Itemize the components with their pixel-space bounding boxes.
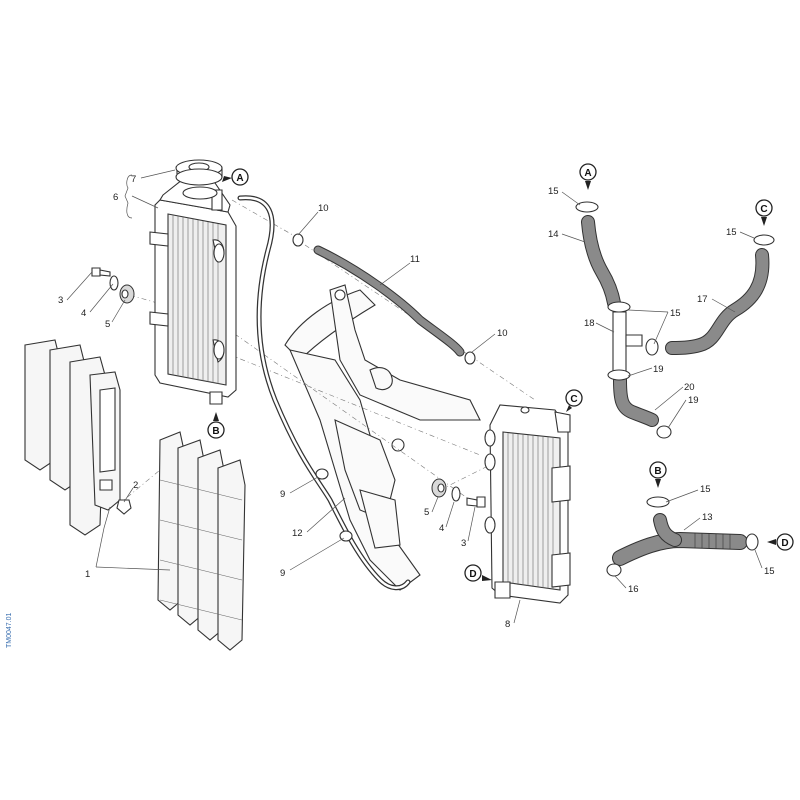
callout-d-right: D (767, 533, 794, 551)
callout-letter: C (570, 394, 577, 405)
part-number-11: 11 (410, 254, 420, 265)
bolt-2 (116, 499, 132, 515)
callout-letter: D (781, 538, 788, 549)
part-number-3: 3 (58, 295, 63, 306)
part-number-15: 15 (726, 227, 737, 238)
part-number-15: 15 (700, 484, 711, 495)
part-number-14: 14 (548, 229, 559, 240)
hose-20 (613, 373, 659, 427)
part-number-labels: 7 6 3 4 5 2 1 10 11 10 9 12 9 5 4 3 8 15… (58, 174, 775, 630)
part-number-18: 18 (584, 318, 595, 329)
part-number-10: 10 (318, 203, 329, 214)
hose-17 (665, 248, 770, 355)
part-number-7: 7 (131, 174, 136, 185)
callout-letter: C (760, 204, 767, 215)
t-piece-18 (612, 311, 643, 373)
callout-b-left: B (207, 412, 225, 439)
right-radiator (484, 404, 571, 604)
part-number-15: 15 (764, 566, 775, 577)
frame-outline (284, 284, 481, 591)
fasteners-right (431, 478, 486, 508)
callout-b-right: B (649, 461, 667, 488)
left-shroud (24, 339, 121, 536)
part-number-2: 2 (133, 480, 138, 491)
part-number-1: 1 (85, 569, 90, 580)
drawing-code: TM0047.01 (6, 612, 13, 648)
hose-11 (313, 245, 465, 357)
part-number-9: 9 (280, 489, 285, 500)
part-number-13: 13 (702, 512, 713, 523)
part-number-16: 16 (628, 584, 639, 595)
callout-a-left: A (222, 168, 249, 186)
callout-d-radiator: D (464, 564, 492, 582)
hose-13 (612, 513, 748, 566)
overflow-hose-9 (237, 195, 411, 591)
callout-c-radiator: C (565, 389, 583, 412)
part-number-6: 6 (113, 192, 118, 203)
callout-letter: B (654, 466, 661, 477)
part-number-4: 4 (81, 308, 86, 319)
part-number-4: 4 (439, 523, 444, 534)
left-grille (157, 431, 246, 651)
part-number-12: 12 (292, 528, 303, 539)
part-number-10: 10 (497, 328, 508, 339)
hose-clamps (292, 201, 775, 577)
callout-letter: D (469, 569, 476, 580)
part-number-5: 5 (424, 507, 429, 518)
callout-c-right: C (755, 199, 773, 226)
left-radiator (149, 179, 237, 405)
callout-letter: A (584, 168, 591, 179)
radiator-cap (175, 159, 223, 186)
hose-14 (581, 215, 621, 310)
part-number-15: 15 (670, 308, 681, 319)
part-number-19: 19 (653, 364, 664, 375)
callout-letter: A (236, 173, 243, 184)
part-number-17: 17 (697, 294, 708, 305)
fasteners-left (91, 267, 135, 304)
part-number-19: 19 (688, 395, 699, 406)
part-number-3: 3 (461, 538, 466, 549)
callout-a-right: A (579, 163, 597, 190)
part-number-20: 20 (684, 382, 695, 393)
part-number-5: 5 (105, 319, 110, 330)
callout-letter: B (212, 426, 219, 437)
leader-lines (66, 169, 763, 624)
part-number-9: 9 (280, 568, 285, 579)
part-number-8: 8 (505, 619, 510, 630)
part-number-15: 15 (548, 186, 559, 197)
